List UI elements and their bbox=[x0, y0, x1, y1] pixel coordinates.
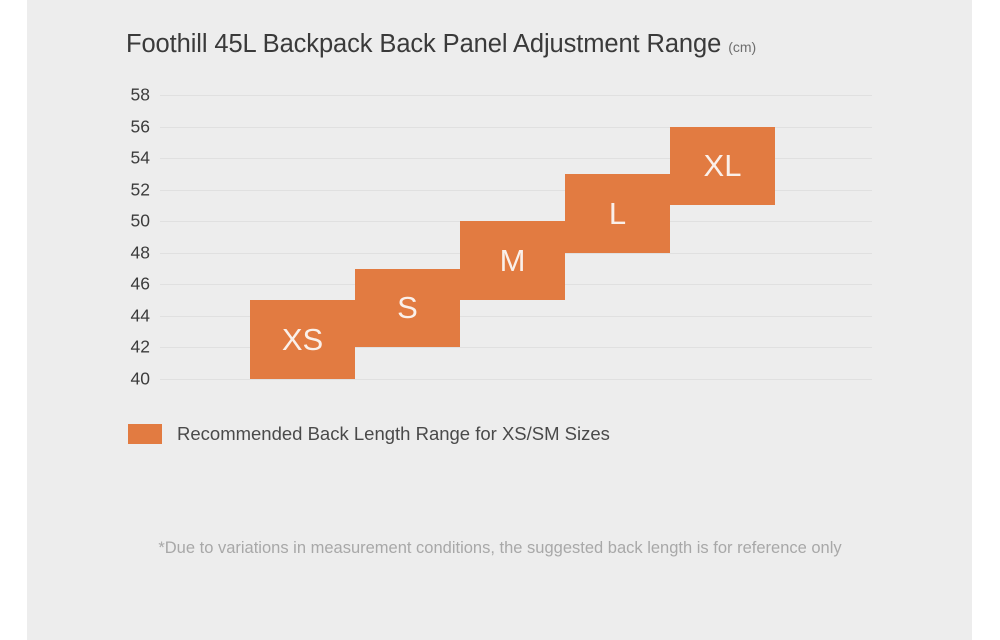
y-axis-tick-label: 44 bbox=[130, 305, 150, 326]
page-title: Foothill 45L Backpack Back Panel Adjustm… bbox=[126, 30, 722, 58]
y-axis-tick-label: 56 bbox=[130, 115, 150, 136]
y-axis-tick-label: 48 bbox=[130, 242, 150, 263]
bar-label: S bbox=[397, 290, 418, 326]
y-axis-tick-label: 40 bbox=[130, 368, 150, 389]
chart-legend[interactable]: Recommended Back Length Range for XS/SM … bbox=[128, 423, 610, 445]
bar-m[interactable]: M bbox=[460, 221, 565, 301]
footnote: *Due to variations in measurement condit… bbox=[158, 539, 842, 557]
y-axis-tick-label: 58 bbox=[130, 84, 150, 105]
y-axis-tick-label: 52 bbox=[130, 178, 150, 199]
bar-label: XS bbox=[281, 322, 324, 358]
gridline bbox=[160, 347, 872, 348]
gridline bbox=[160, 127, 872, 128]
gridline bbox=[160, 158, 872, 159]
bar-label: M bbox=[499, 243, 526, 279]
chart-card bbox=[27, 0, 972, 640]
bar-xl[interactable]: XL bbox=[670, 126, 775, 206]
y-axis-tick-label: 50 bbox=[130, 210, 150, 231]
gridline bbox=[160, 379, 872, 380]
y-axis-tick-label: 42 bbox=[130, 336, 150, 357]
y-axis-tick-label: 54 bbox=[130, 147, 150, 168]
title-unit-label: (cm) bbox=[728, 39, 757, 55]
gridline bbox=[160, 95, 872, 96]
gridline bbox=[160, 316, 872, 317]
bar-label: XL bbox=[703, 148, 742, 184]
gridline bbox=[160, 190, 872, 191]
legend-label: Recommended Back Length Range for XS/SM … bbox=[177, 423, 610, 444]
bar-xs[interactable]: XS bbox=[250, 300, 355, 379]
y-axis-tick-label: 46 bbox=[130, 273, 150, 294]
bar-s[interactable]: S bbox=[355, 268, 460, 348]
bar-l[interactable]: L bbox=[565, 173, 670, 253]
y-axis-tick-labels: 40 42 44 46 48 50 52 54 56 58 bbox=[106, 0, 150, 640]
bar-label: L bbox=[608, 195, 627, 231]
legend-swatch-icon bbox=[128, 424, 162, 444]
chart-title-row: Foothill 45L Backpack Back Panel Adjustm… bbox=[126, 30, 756, 59]
